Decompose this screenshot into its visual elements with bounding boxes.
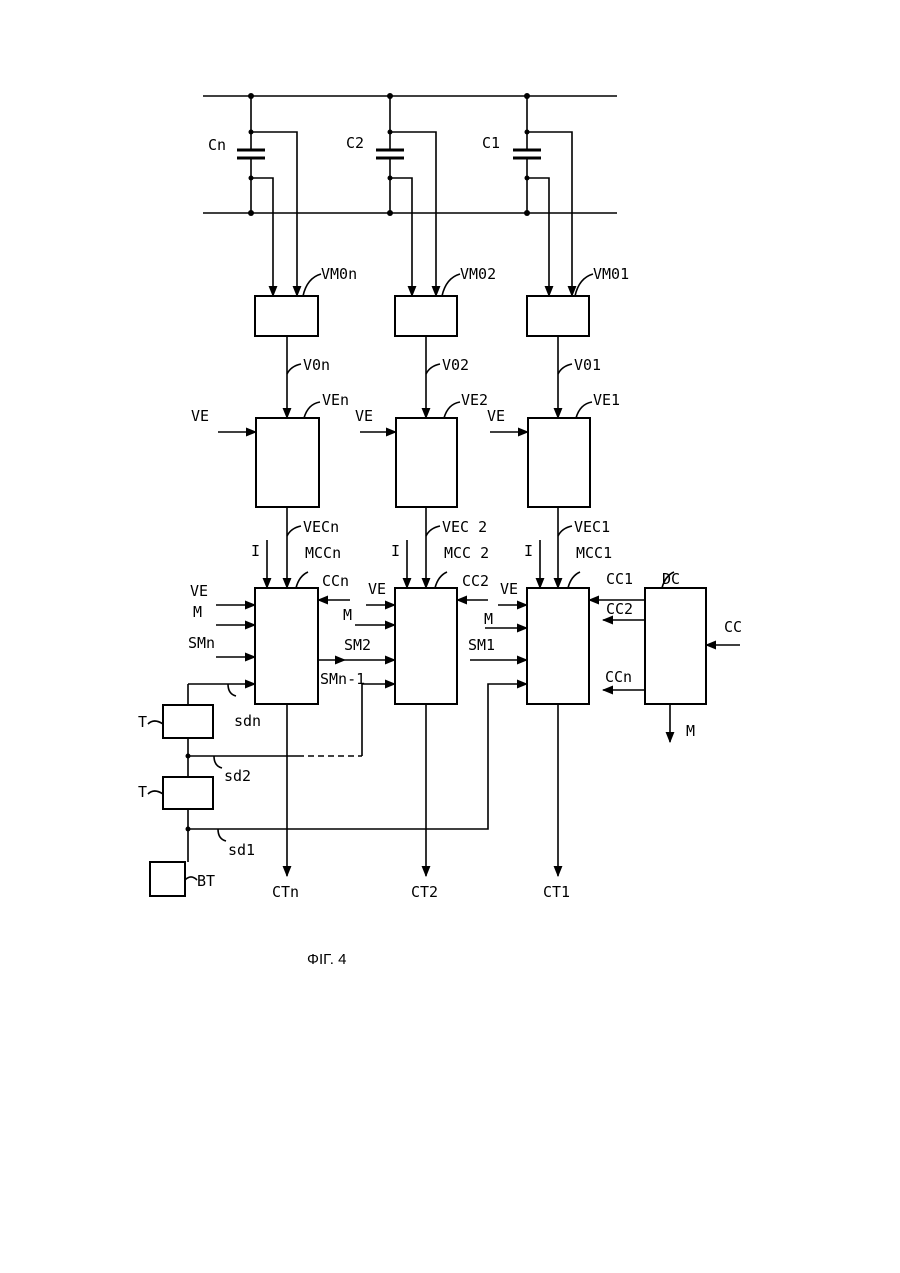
capacitor-c2 [376, 93, 436, 296]
i-label-2: I [391, 542, 400, 560]
meter-output-label-v02: V02 [442, 356, 469, 374]
ve-label-1: VE [191, 407, 209, 425]
mccn-smn-label: SMn [188, 634, 215, 652]
mcc1-m-label: M [484, 610, 493, 628]
voltage-meter-label-vm0n: VM0n [321, 265, 357, 283]
meter-output-label-v0n: V0n [303, 356, 330, 374]
meter-output-label-v01: V01 [574, 356, 601, 374]
base-timer-label: BT [197, 872, 215, 890]
sdn-label: sdn [234, 712, 261, 730]
capacitor-label-c2: C2 [346, 134, 364, 152]
capacitor-c1 [513, 93, 572, 296]
decoder-dc [645, 588, 706, 704]
voltage-meter-label-vm02: VM02 [460, 265, 496, 283]
sd1-label: sd1 [228, 841, 255, 859]
decoder-label: DC [662, 570, 680, 588]
controller-label-mccn: MCCn [305, 544, 341, 562]
controller-mccn [255, 588, 318, 704]
mcc1-ve-label: VE [500, 580, 518, 598]
decoder-cc1-label: CC1 [606, 570, 633, 588]
timer-label-2: T [138, 783, 147, 801]
estimator-label-ve2: VE2 [461, 391, 488, 409]
decoder-cc2-label: CC2 [606, 600, 633, 618]
i-label-1: I [251, 542, 260, 560]
mcc1-sm1-label: SM1 [468, 636, 495, 654]
ve-label-2: VE [355, 407, 373, 425]
i-label-3: I [524, 542, 533, 560]
estimator-ve2 [396, 418, 457, 507]
mccn-ccn-label: CCn [322, 572, 349, 590]
estimator-output-label-vec1: VEC1 [574, 518, 610, 536]
decoder-output-label: M [686, 722, 695, 740]
output-label-ct2: CT2 [411, 883, 438, 901]
base-timer [150, 862, 185, 896]
voltage-meter-vm0n [255, 296, 318, 336]
estimator-label-ve1: VE1 [593, 391, 620, 409]
controller-label-mcc1: MCC1 [576, 544, 612, 562]
mcc2-ve-label: VE [368, 580, 386, 598]
controller-mcc1 [527, 588, 589, 704]
timer-label-1: T [138, 713, 147, 731]
mccn-m-label: M [193, 603, 202, 621]
voltage-meter-label-vm01: VM01 [593, 265, 629, 283]
mcc2-sm2-label: SM2 [344, 636, 371, 654]
capacitor-label-c1: C1 [482, 134, 500, 152]
ve-label-3: VE [487, 407, 505, 425]
mcc2-m-label: M [343, 606, 352, 624]
capacitor-cn [237, 93, 297, 296]
decoder-input-label: CC [724, 618, 742, 636]
figure-caption: ΦΙΓ. 4 [307, 951, 346, 968]
estimator-ven [256, 418, 319, 507]
sd2-wire-b [362, 684, 395, 756]
voltage-meter-vm01 [527, 296, 589, 336]
controller-label-mcc2: MCC 2 [444, 544, 489, 562]
timer-2 [163, 777, 213, 809]
sd2-label: sd2 [224, 767, 251, 785]
timer-1 [163, 705, 213, 738]
mccn-smn1-label: SMn-1 [320, 670, 365, 688]
estimator-label-ven: VEn [322, 391, 349, 409]
estimator-ve1 [528, 418, 590, 507]
mccn-ve-label: VE [190, 582, 208, 600]
estimator-output-label-vec2: VEC 2 [442, 518, 487, 536]
capacitor-label-cn: Cn [208, 136, 226, 154]
voltage-meter-vm02 [395, 296, 457, 336]
mcc2-cc2-label: CC2 [462, 572, 489, 590]
output-label-ctn: CTn [272, 883, 299, 901]
controller-mcc2 [395, 588, 457, 704]
output-label-ct1: CT1 [543, 883, 570, 901]
decoder-ccn-label: CCn [605, 668, 632, 686]
estimator-output-label-vecn: VECn [303, 518, 339, 536]
